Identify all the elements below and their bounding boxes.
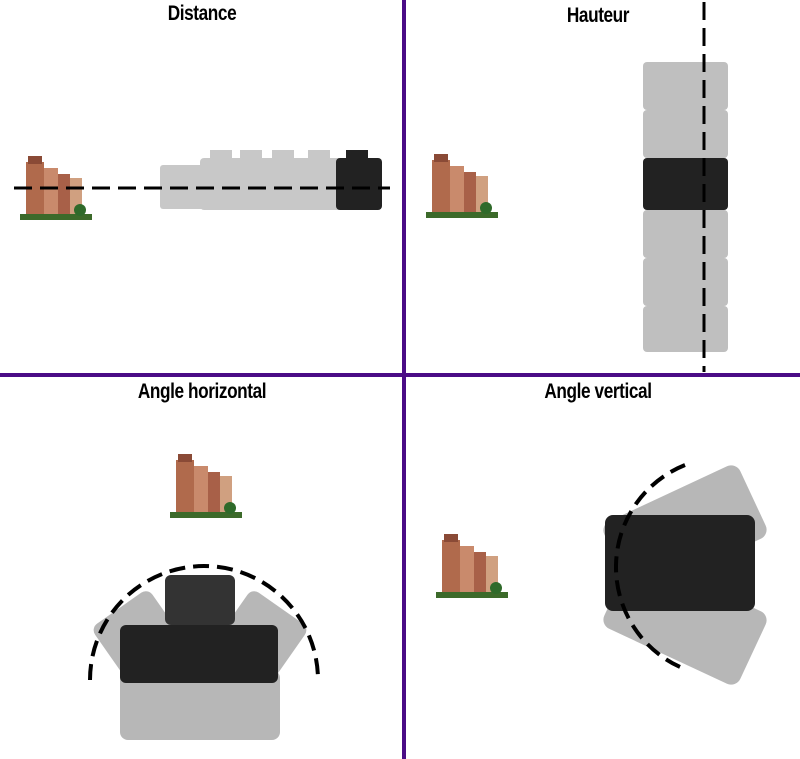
vertical-divider (402, 0, 406, 759)
title-hauteur: Hauteur (566, 4, 630, 27)
camera-icon (336, 150, 382, 210)
camera-icon (643, 158, 728, 210)
distance-panel (14, 150, 390, 220)
title-distance: Distance (167, 2, 237, 25)
title-angle-horizontal: Angle horizontal (137, 380, 267, 403)
building-icon (170, 454, 242, 518)
camera-icon (120, 625, 278, 683)
horizontal-divider (0, 373, 800, 377)
title-angle-vertical: Angle vertical (544, 380, 652, 403)
building-icon (436, 534, 508, 598)
building-icon (426, 154, 498, 218)
camera-icon (605, 515, 755, 611)
horizontal-angle-panel (88, 454, 320, 740)
height-panel (426, 2, 728, 372)
vertical-angle-panel (436, 463, 767, 685)
